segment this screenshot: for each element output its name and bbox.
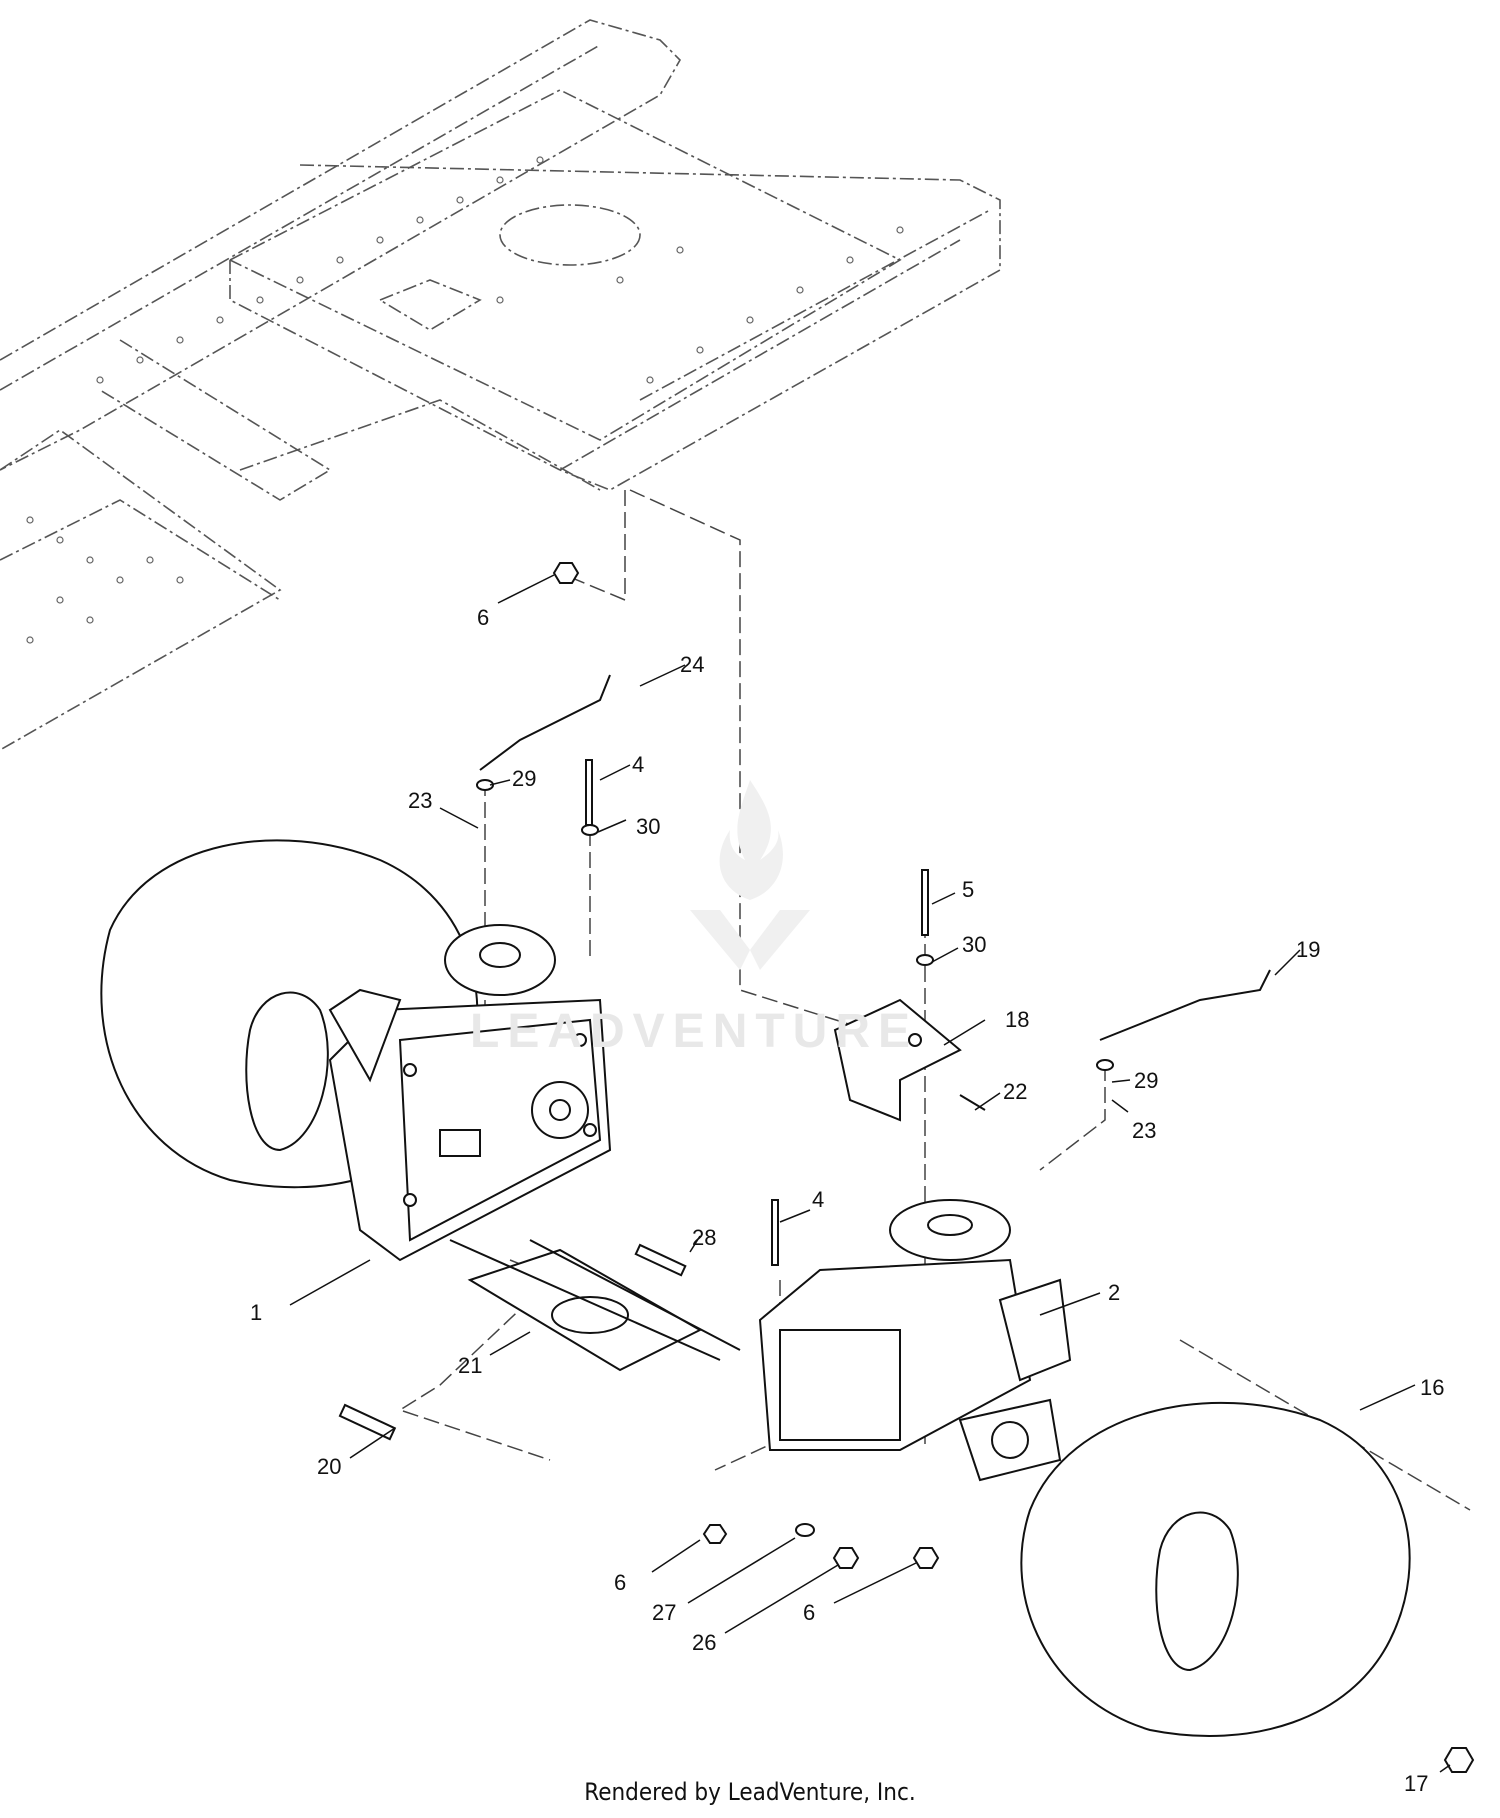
bolt-22 xyxy=(959,1094,986,1111)
callout-28: 28 xyxy=(692,1225,716,1250)
callout-16: 16 xyxy=(1420,1375,1444,1400)
frame-holes xyxy=(26,156,904,644)
callout-29: 29 xyxy=(512,766,536,791)
callout-6: 6 xyxy=(477,605,489,630)
hardware-parts xyxy=(338,562,1475,1773)
callout-30: 30 xyxy=(962,932,986,957)
callout-4: 4 xyxy=(632,752,644,777)
bolt-4-right xyxy=(771,1199,779,1266)
nut-6-top xyxy=(552,562,580,584)
callout-5: 5 xyxy=(962,877,974,902)
left-transmission xyxy=(328,924,612,1262)
callout-22: 22 xyxy=(1003,1079,1027,1104)
bolt-4-left xyxy=(585,759,593,826)
callout-21: 21 xyxy=(458,1353,482,1378)
callout-6: 6 xyxy=(803,1600,815,1625)
bolt-28 xyxy=(634,1243,687,1277)
leader-lines xyxy=(289,574,1451,1773)
washer-27 xyxy=(795,1523,815,1537)
footer-credit: Rendered by LeadVenture, Inc. xyxy=(584,1778,916,1806)
washer-30-left xyxy=(581,824,599,836)
callout-20: 20 xyxy=(317,1454,341,1479)
callout-17: 17 xyxy=(1404,1771,1428,1796)
callout-2: 2 xyxy=(1108,1280,1120,1305)
callout-18: 18 xyxy=(1005,1007,1029,1032)
callout-26: 26 xyxy=(692,1630,716,1655)
bolt-5 xyxy=(921,869,929,936)
rod-24 xyxy=(479,674,611,771)
right-rear-tire xyxy=(1020,1401,1411,1737)
right-transmission xyxy=(758,1199,1072,1482)
nut-17 xyxy=(1443,1747,1475,1773)
watermark-logo xyxy=(690,770,810,975)
nut-6-left xyxy=(702,1524,728,1544)
callout-27: 27 xyxy=(652,1600,676,1625)
nut-6-right xyxy=(912,1547,940,1569)
callout-19: 19 xyxy=(1296,937,1320,962)
bracket-21 xyxy=(449,1239,741,1372)
bolt-20 xyxy=(338,1403,397,1441)
washer-30-right xyxy=(916,954,934,966)
callout-23: 23 xyxy=(408,788,432,813)
callout-24: 24 xyxy=(680,652,704,677)
callout-labels: 6 24 29 23 4 30 5 30 19 18 22 29 23 4 28… xyxy=(250,605,1444,1796)
callout-1: 1 xyxy=(250,1300,262,1325)
nut-26 xyxy=(832,1547,860,1569)
callout-23: 23 xyxy=(1132,1118,1156,1143)
callout-6: 6 xyxy=(614,1570,626,1595)
watermark-text: LEADVENTURE xyxy=(470,1005,919,1058)
bracket-18 xyxy=(833,998,962,1122)
callout-30: 30 xyxy=(636,814,660,839)
callout-4: 4 xyxy=(812,1187,824,1212)
callout-29: 29 xyxy=(1134,1068,1158,1093)
washer-29-right xyxy=(1096,1059,1114,1071)
rod-19 xyxy=(1099,969,1271,1041)
chassis-frame xyxy=(0,19,1001,751)
